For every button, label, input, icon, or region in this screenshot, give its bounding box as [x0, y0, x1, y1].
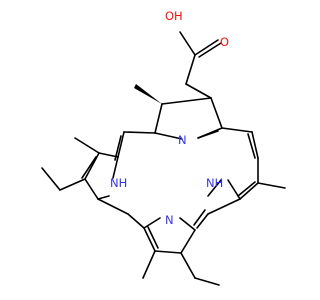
label-hydroxyl: OH [165, 9, 183, 23]
lower-bridges [97, 198, 241, 229]
label-carbonyl-oxygen: O [220, 35, 229, 49]
label-nh-right: NH [206, 176, 223, 190]
stereo-wedge-methyl [134, 84, 162, 104]
label-nitrogen-bottom: N [165, 213, 174, 227]
pyrrole-ring-left [41, 137, 119, 200]
reduced-pyrrole-ring-top [134, 84, 223, 140]
molecule-structure-drawing: OH O N N NH NH [41, 9, 286, 286]
pyrrole-ring-bottom [142, 217, 220, 286]
label-nh-left: NH [110, 176, 127, 190]
propionic-acid-side-chain [179, 31, 222, 99]
macrocycle-bonds [114, 127, 259, 161]
pyrrole-ring-right [207, 157, 286, 200]
label-nitrogen-top: N [178, 133, 187, 147]
